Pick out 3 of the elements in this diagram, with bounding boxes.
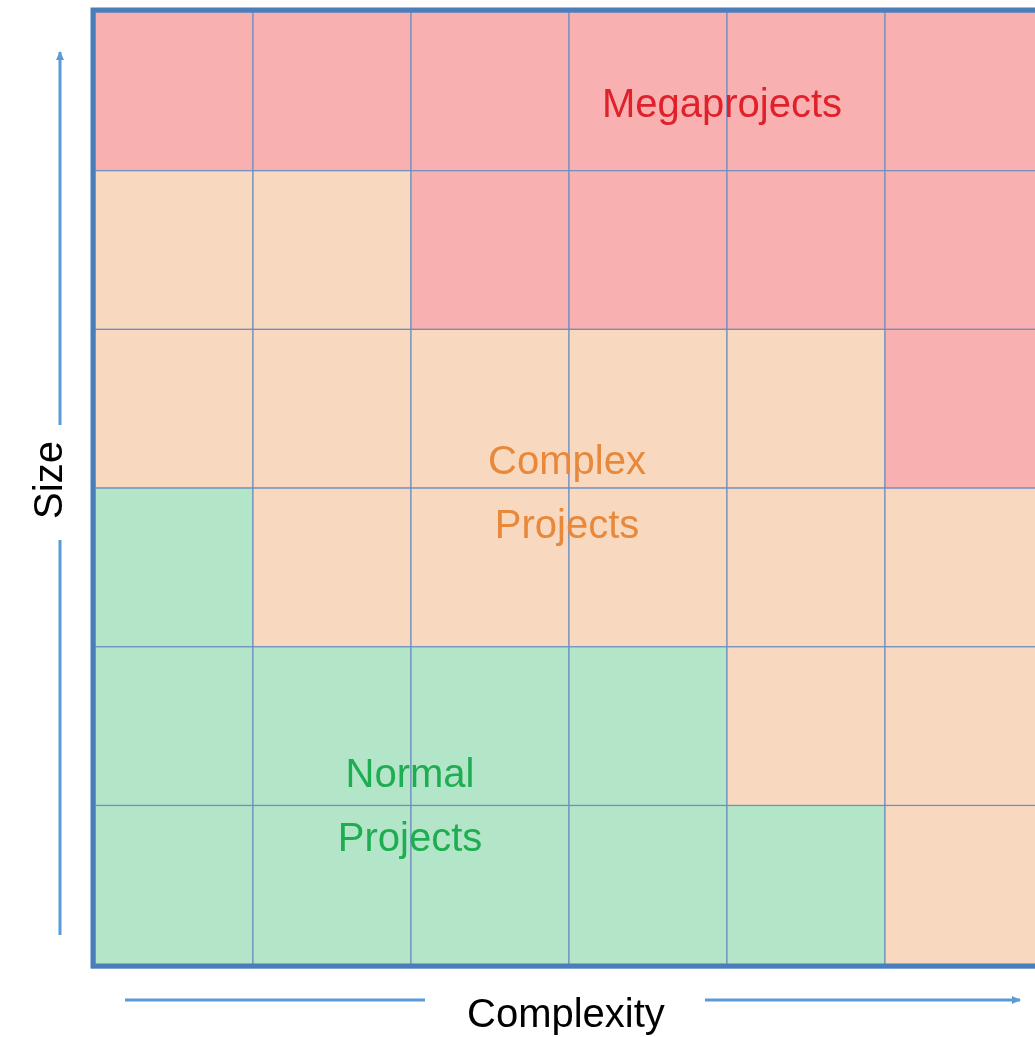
region-label: Normal Projects: [336, 750, 484, 861]
axis-label: Size: [27, 441, 68, 519]
axis-label: Complexity: [467, 991, 665, 1035]
